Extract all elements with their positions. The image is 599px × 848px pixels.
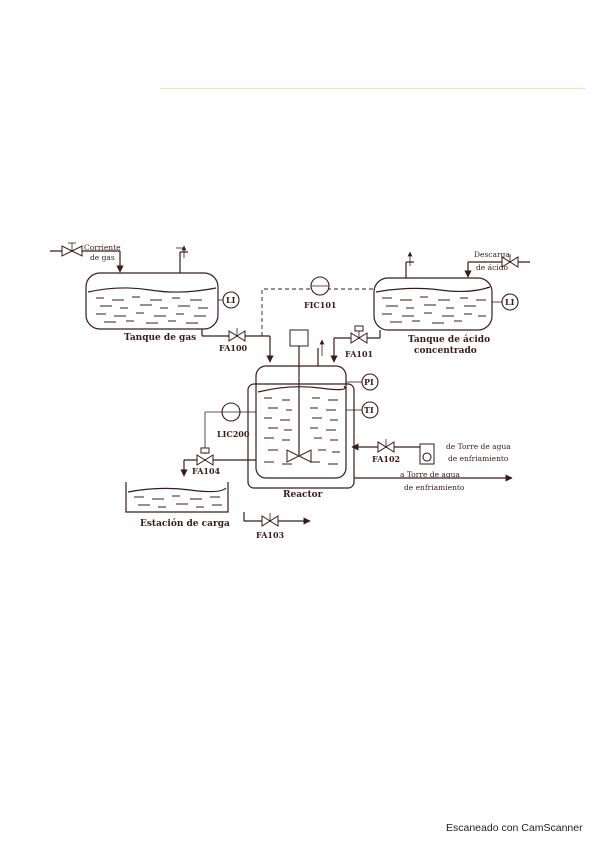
fic101-loop: FIC101	[261, 276, 394, 336]
acid-inlet-label-1: Descarga	[474, 250, 510, 259]
cooling-water-inlet: FA102 de Torre de agua de enfriamiento	[351, 439, 511, 465]
fic101-label: FIC101	[304, 300, 337, 310]
cw-in-label-2: de enfriamiento	[448, 454, 509, 463]
li-acid-label: LI	[505, 297, 515, 307]
pi-label: PI	[364, 377, 374, 387]
agitator-motor	[289, 329, 309, 347]
fa101-label: FA101	[345, 349, 373, 359]
acid-feed-line: FA101	[330, 325, 381, 363]
valve-fa104	[196, 447, 214, 466]
acid-tank-liquid-fill	[382, 296, 486, 324]
temperature-indicator: TI	[346, 401, 379, 419]
acid-inlet-stream: Descarga de ácido	[464, 250, 530, 278]
ti-label: TI	[364, 405, 374, 415]
reactor-label: Reactor	[283, 490, 323, 500]
agitator-impeller	[286, 449, 312, 463]
acid-tank: Tanque de ácido concentrado	[373, 277, 493, 356]
level-indicator-acid: LI	[492, 293, 519, 311]
acid-tank-liquid-level	[375, 286, 491, 293]
cw-out-label-1: a Torre de agua	[400, 470, 461, 479]
reactor-liquid-fill	[264, 397, 340, 465]
pressure-indicator: PI	[346, 373, 379, 391]
cw-out-label-2: de enfriamiento	[404, 483, 465, 492]
reactor-jacket	[247, 383, 355, 489]
lic200-controller: LIC200	[204, 402, 256, 454]
gas-tank-liquid-fill	[96, 296, 208, 324]
cooling-water-outlet: a Torre de agua de enfriamiento	[354, 470, 513, 492]
acid-inlet-label-2: de ácido	[476, 263, 508, 272]
gas-inlet-label-1: Corriente	[84, 243, 121, 252]
fa100-label: FA100	[219, 343, 248, 353]
gas-tank-vessel	[85, 272, 219, 330]
gas-tank-vent	[176, 245, 188, 273]
gas-inlet-label-2: de gas	[90, 253, 115, 262]
acid-tank-vent	[405, 251, 414, 278]
fa103-label: FA103	[256, 530, 285, 540]
gas-feed-line: FA100	[201, 328, 274, 363]
reactor-vessel	[255, 365, 347, 479]
li-gas-label: LI	[226, 295, 236, 305]
valve-fa102	[377, 439, 395, 453]
acid-tank-label-1: Tanque de ácido	[408, 334, 490, 345]
loading-station-vessel	[125, 482, 229, 513]
fa102-label: FA102	[372, 454, 400, 464]
loading-station-outlet: FA103	[243, 512, 311, 540]
gas-inlet-stream: Corriente de gas	[50, 242, 124, 273]
camscanner-watermark: Escaneado con CamScanner	[446, 822, 583, 834]
loading-station-label: Estación de carga	[140, 518, 230, 529]
valve-fa103	[261, 513, 279, 527]
gas-tank-liquid-level	[87, 287, 217, 293]
gas-tank-label: Tanque de gas	[124, 333, 196, 343]
acid-tank-label-2: concentrado	[414, 346, 477, 356]
lic200-label: LIC200	[217, 429, 250, 439]
cw-in-label-1: de Torre de agua	[446, 442, 511, 451]
loading-station-liquid-level	[127, 487, 227, 493]
fa104-label: FA104	[192, 466, 221, 476]
scan-top-rule	[160, 88, 586, 89]
loading-station: Estación de carga	[125, 482, 230, 529]
acid-inlet-valve	[501, 254, 519, 268]
gas-inlet-valve	[61, 242, 83, 257]
gas-tank: Tanque de gas	[85, 272, 219, 343]
reactor: Reactor	[247, 329, 355, 500]
loading-station-liquid-fill	[134, 495, 222, 508]
level-indicator-gas: LI	[218, 291, 240, 309]
reactor-outlet-line: FA104	[180, 447, 256, 477]
valve-fa100	[228, 328, 246, 342]
reactor-liquid-level	[257, 385, 346, 393]
valve-fa101	[350, 325, 368, 344]
